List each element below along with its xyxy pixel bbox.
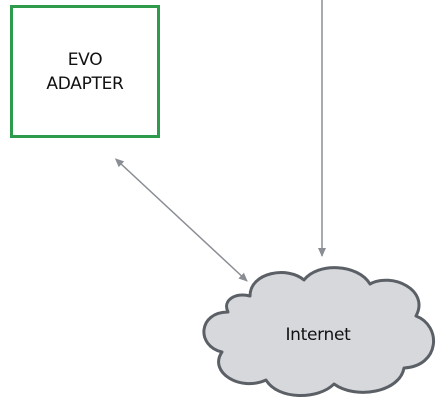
diagonal-double-arrow [114,158,248,282]
evo-adapter-box: EVO ADAPTER [10,5,160,138]
adapter-label-line2: ADAPTER [46,73,124,94]
adapter-label-line1: EVO [67,49,103,70]
internet-label: Internet [285,325,351,345]
internet-cloud [202,266,436,397]
